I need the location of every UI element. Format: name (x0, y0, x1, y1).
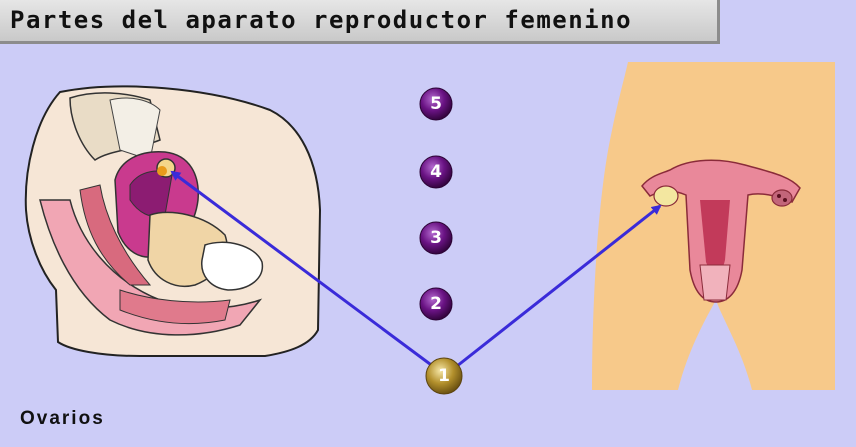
part-button-label: 4 (430, 162, 442, 182)
part-button-5[interactable]: 5 (420, 88, 452, 120)
sagittal-section-illustration (26, 86, 320, 356)
part-button-label: 3 (430, 228, 442, 248)
part-button-label: 5 (430, 94, 442, 114)
frontal-section-illustration (592, 62, 835, 390)
part-button-4[interactable]: 4 (420, 156, 452, 188)
selected-part-caption: Ovarios (20, 408, 105, 430)
part-button-3[interactable]: 3 (420, 222, 452, 254)
part-button-2[interactable]: 2 (420, 288, 452, 320)
part-button-1[interactable]: 1 (426, 358, 462, 394)
part-button-label: 2 (430, 294, 442, 314)
part-button-label: 1 (438, 366, 450, 386)
